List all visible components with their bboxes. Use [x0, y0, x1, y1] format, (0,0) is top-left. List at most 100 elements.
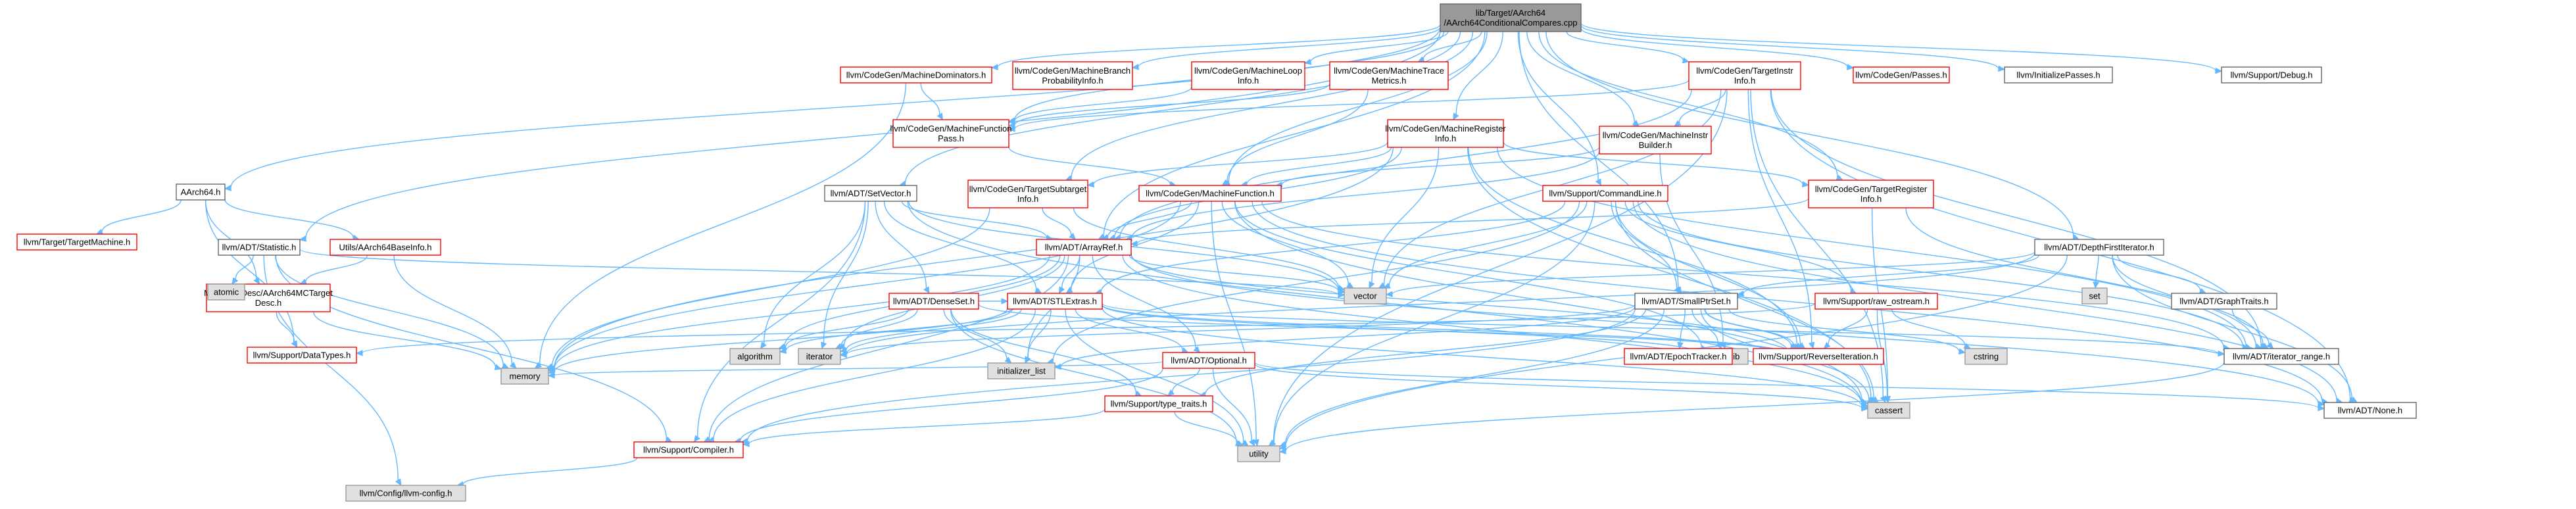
node-datatypes[interactable]: llvm/Support/DataTypes.h	[247, 347, 357, 364]
edge-optional-to-memory	[547, 360, 1163, 379]
node-label: llvm/ADT/STLExtras.h	[1013, 297, 1097, 306]
node-epochtracker[interactable]: llvm/ADT/EpochTracker.h	[1624, 348, 1733, 365]
node-commandline[interactable]: llvm/Support/CommandLine.h	[1542, 185, 1668, 202]
node-iterrange[interactable]: llvm/ADT/iterator_range.h	[2224, 348, 2339, 365]
node-label: llvm/CodeGen/TargetInstr	[1696, 66, 1793, 76]
edge-tracemetrics-to-machinefunction	[1221, 89, 1369, 186]
edge-optional-to-compiler	[733, 368, 1163, 445]
node-arrayref[interactable]: llvm/ADT/ArrayRef.h	[1036, 239, 1132, 256]
node-machinedominators[interactable]: llvm/CodeGen/MachineDominators.h	[840, 66, 992, 84]
node-label: llvm/Support/CommandLine.h	[1549, 189, 1661, 199]
edge-optional-to-cassert	[1254, 363, 1869, 412]
node-optional[interactable]: llvm/ADT/Optional.h	[1162, 352, 1255, 369]
node-box	[1036, 239, 1132, 256]
edge-stlextras-to-algorithm	[779, 308, 1013, 354]
node-box	[840, 66, 992, 84]
edge-mri-to-subtarget	[1086, 141, 1388, 188]
node-setvector[interactable]: llvm/ADT/SetVector.h	[824, 185, 917, 202]
edge-rawostream-to-cstddef	[1823, 308, 1868, 349]
edge-statistic-to-vector	[299, 249, 1346, 298]
edge-commandline-to-vector	[1382, 201, 1588, 289]
node-machinefunction[interactable]: llvm/CodeGen/MachineFunction.h	[1138, 185, 1282, 202]
node-box	[1634, 293, 1738, 310]
node-label: llvm/CodeGen/MachineFunction	[890, 124, 1012, 133]
node-label: AArch64.h	[181, 187, 221, 197]
node-label: llvm/CodeGen/MachineRegister	[1385, 124, 1506, 133]
node-box	[1753, 348, 1884, 365]
node-box	[1012, 61, 1133, 90]
edge-commandline-to-initlist	[1046, 201, 1580, 364]
node-debug[interactable]: llvm/Support/Debug.h	[2221, 66, 2322, 84]
edge-arrayref-to-stlextras	[1058, 254, 1081, 295]
node-stlextras[interactable]: llvm/ADT/STLExtras.h	[1007, 293, 1103, 310]
node-label: Info.h	[1435, 133, 1457, 143]
node-none[interactable]: llvm/ADT/None.h	[2323, 402, 2417, 419]
node-box	[633, 441, 744, 458]
node-label: llvm/Support/Debug.h	[2230, 70, 2312, 80]
edge-optional-to-utility	[1212, 368, 1255, 447]
node-dfiter[interactable]: llvm/ADT/DepthFirstIterator.h	[2034, 239, 2164, 256]
node-typetraits[interactable]: llvm/Support/type_traits.h	[1104, 395, 1213, 412]
node-label: /AArch64ConditionalCompares.cpp	[1444, 18, 1577, 28]
node-label: Pass.h	[938, 133, 964, 143]
edge-smallptrset-to-epochtracker	[1677, 308, 1686, 350]
node-box	[2224, 348, 2339, 365]
edge-optional-to-typetraits	[1167, 368, 1200, 397]
node-passes[interactable]: llvm/CodeGen/Passes.h	[1853, 66, 1950, 84]
node-graphtraits[interactable]: llvm/ADT/GraphTraits.h	[2171, 293, 2277, 310]
edge-dfiter-to-smallptrset	[1736, 254, 2039, 297]
node-label: cstring	[1974, 352, 1999, 362]
node-box	[345, 485, 466, 502]
node-box	[824, 185, 917, 202]
edge-mri-to-targetregister	[1503, 141, 1810, 187]
node-root[interactable]: lib/Target/AArch64/AArch64ConditionalCom…	[1440, 3, 1582, 32]
edge-mctargetdesc-to-datatypes	[276, 311, 298, 349]
node-basicinfo[interactable]: Utils/AArch64BaseInfo.h	[329, 239, 441, 256]
node-reverseiter[interactable]: llvm/Support/ReverseIteration.h	[1753, 348, 1884, 365]
edge-root-to-initpasses	[1580, 24, 2006, 72]
edge-compiler-to-llvmconfig	[456, 457, 638, 488]
node-label: set	[2089, 291, 2101, 301]
node-box	[1440, 3, 1582, 32]
node-label: llvm/ADT/EpochTracker.h	[1630, 352, 1727, 362]
edge-root-to-dfiter	[1545, 31, 2080, 241]
edge-mri-to-machinefunction	[1240, 147, 1392, 187]
node-aarch64h[interactable]: AArch64.h	[176, 183, 226, 201]
node-box	[729, 348, 781, 365]
edge-stlextras-to-initlist	[1025, 308, 1052, 364]
edge-machinedominators-to-memory	[534, 82, 907, 369]
node-box	[1162, 352, 1255, 369]
node-box	[2004, 66, 2113, 84]
node-statistic[interactable]: llvm/ADT/Statistic.h	[218, 239, 301, 256]
node-label: lib/Target/AArch64	[1476, 8, 1545, 18]
node-rawostream[interactable]: llvm/Support/raw_ostream.h	[1814, 293, 1938, 310]
node-box	[176, 183, 226, 201]
node-label: llvm/CodeGen/Passes.h	[1855, 70, 1947, 80]
node-smallptrset[interactable]: llvm/ADT/SmallPtrSet.h	[1634, 293, 1738, 310]
node-box	[2081, 287, 2108, 304]
node-densset[interactable]: llvm/ADT/DenseSet.h	[888, 293, 979, 310]
node-box	[1329, 61, 1449, 90]
node-branchprob[interactable]: llvm/CodeGen/MachineBranchProbabilityInf…	[1012, 61, 1133, 90]
node-label: llvm/ADT/GraphTraits.h	[2179, 297, 2268, 306]
node-label: llvm/Support/ReverseIteration.h	[1759, 352, 1878, 362]
node-label: llvm/ADT/ArrayRef.h	[1045, 243, 1123, 253]
node-label: cassert	[1875, 406, 1903, 416]
edge-subtarget-to-arrayref	[1042, 207, 1077, 240]
edge-dfiter-to-none	[2112, 254, 2358, 403]
node-label: llvm/Target/TargetMachine.h	[24, 237, 131, 247]
node-initpasses[interactable]: llvm/InitializePasses.h	[2004, 66, 2113, 84]
edge-smallptrset-to-cstring	[1728, 308, 1966, 355]
node-compiler[interactable]: llvm/Support/Compiler.h	[633, 441, 744, 458]
edge-machinefunction-to-memory	[547, 201, 1181, 372]
node-box	[1624, 348, 1733, 365]
node-targetmachine[interactable]: llvm/Target/TargetMachine.h	[16, 233, 137, 251]
